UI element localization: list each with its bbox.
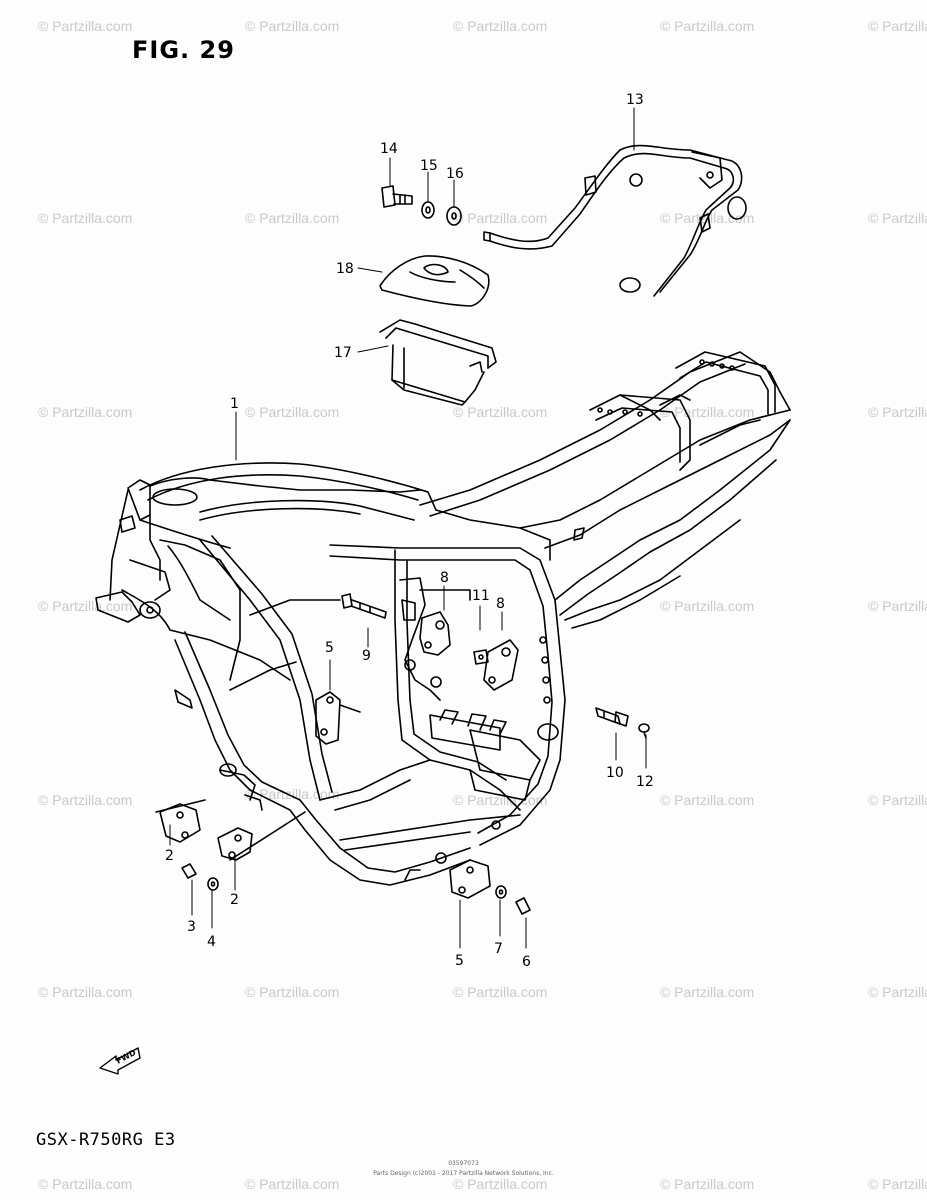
watermark: © Partzilla.com xyxy=(868,1176,927,1192)
part-2-plate[interactable] xyxy=(155,799,206,843)
part-11-nut[interactable] xyxy=(473,649,489,665)
watermark: © Partzilla.com xyxy=(660,598,755,614)
callout-13: 13 xyxy=(626,92,644,108)
callout-16: 16 xyxy=(446,166,464,182)
forward-direction-arrow: FWD xyxy=(99,1047,141,1075)
watermark: © Partzilla.com xyxy=(868,792,927,808)
watermark: © Partzilla.com xyxy=(453,1176,548,1192)
watermark: © Partzilla.com xyxy=(453,792,548,808)
watermark: © Partzilla.com xyxy=(453,404,548,420)
watermark: © Partzilla.com xyxy=(245,786,340,802)
leader-lines xyxy=(169,107,647,949)
watermark: © Partzilla.com xyxy=(38,792,133,808)
reference-code: 03597073 xyxy=(448,1160,479,1167)
part-9-bolt[interactable] xyxy=(341,593,387,619)
callout-5: 5 xyxy=(325,640,334,656)
watermark: © Partzilla.com xyxy=(38,984,133,1000)
callout-10: 10 xyxy=(606,765,624,781)
callout-2: 2 xyxy=(230,892,239,908)
watermark: © Partzilla.com xyxy=(245,404,340,420)
part-4-washer[interactable] xyxy=(207,877,219,891)
watermark: © Partzilla.com xyxy=(453,18,548,34)
part-10-bolt[interactable] xyxy=(595,707,629,727)
watermark: © Partzilla.com xyxy=(868,404,927,420)
callout-9: 9 xyxy=(362,648,371,664)
watermark: © Partzilla.com xyxy=(38,18,133,34)
callout-8: 8 xyxy=(440,570,449,586)
watermark: © Partzilla.com xyxy=(660,1176,755,1192)
watermark: © Partzilla.com xyxy=(38,1176,133,1192)
part-1-main-frame[interactable] xyxy=(95,351,791,886)
part-2-plate[interactable] xyxy=(217,811,306,861)
callout-15: 15 xyxy=(420,158,438,174)
part-17-tool-tray[interactable] xyxy=(379,319,497,406)
watermark: © Partzilla.com xyxy=(660,18,755,34)
part-13-grab-rail[interactable] xyxy=(483,144,747,297)
model-code: GSX-R750RG E3 xyxy=(36,1130,176,1150)
watermark: © Partzilla.com xyxy=(868,984,927,1000)
part-6-bolt[interactable] xyxy=(515,897,531,915)
watermark: © Partzilla.com xyxy=(245,984,340,1000)
callout-2: 2 xyxy=(165,848,174,864)
callout-3: 3 xyxy=(187,919,196,935)
copyright-text: Parts Design (c)2001 - 2017 Partzilla Ne… xyxy=(373,1170,554,1177)
callout-12: 12 xyxy=(636,774,654,790)
watermark: © Partzilla.com xyxy=(453,984,548,1000)
figure-title: FIG. 29 xyxy=(132,36,235,64)
part-12-screw[interactable] xyxy=(638,723,650,739)
watermark: © Partzilla.com xyxy=(38,210,133,226)
watermark: © Partzilla.com xyxy=(38,598,133,614)
callout-5: 5 xyxy=(455,953,464,969)
callout-4: 4 xyxy=(207,934,216,950)
part-14-bolt[interactable] xyxy=(381,185,413,208)
watermark: © Partzilla.com xyxy=(38,404,133,420)
part-3-bolt[interactable] xyxy=(181,863,197,879)
callout-labels: 1 13 14 15 16 18 17 5 9 8 11 8 10 12 2 2… xyxy=(165,92,654,970)
watermark: © Partzilla.com xyxy=(245,210,340,226)
part-18-tool-bag[interactable] xyxy=(379,255,490,307)
callout-11: 11 xyxy=(472,588,490,604)
watermark: © Partzilla.com xyxy=(868,18,927,34)
part-5-plate[interactable] xyxy=(449,859,491,899)
callout-8: 8 xyxy=(496,596,505,612)
part-5-bracket[interactable] xyxy=(315,691,361,745)
watermark: © Partzilla.com xyxy=(245,1176,340,1192)
watermark: © Partzilla.com xyxy=(660,984,755,1000)
watermark: © Partzilla.com xyxy=(453,210,548,226)
callout-14: 14 xyxy=(380,141,398,157)
callout-6: 6 xyxy=(522,954,531,970)
part-7-washer[interactable] xyxy=(495,885,507,899)
callout-7: 7 xyxy=(494,941,503,957)
watermark: © Partzilla.com xyxy=(660,792,755,808)
callout-18: 18 xyxy=(336,261,354,277)
part-8-bracket[interactable] xyxy=(419,611,451,656)
watermark: © Partzilla.com xyxy=(245,18,340,34)
part-15-washer[interactable] xyxy=(421,201,435,219)
watermark: © Partzilla.com xyxy=(868,210,927,226)
part-16-washer[interactable] xyxy=(446,206,462,226)
callout-17: 17 xyxy=(334,345,352,361)
part-8-bracket[interactable] xyxy=(483,639,519,691)
watermark: © Partzilla.com xyxy=(868,598,927,614)
callout-1: 1 xyxy=(230,396,239,412)
